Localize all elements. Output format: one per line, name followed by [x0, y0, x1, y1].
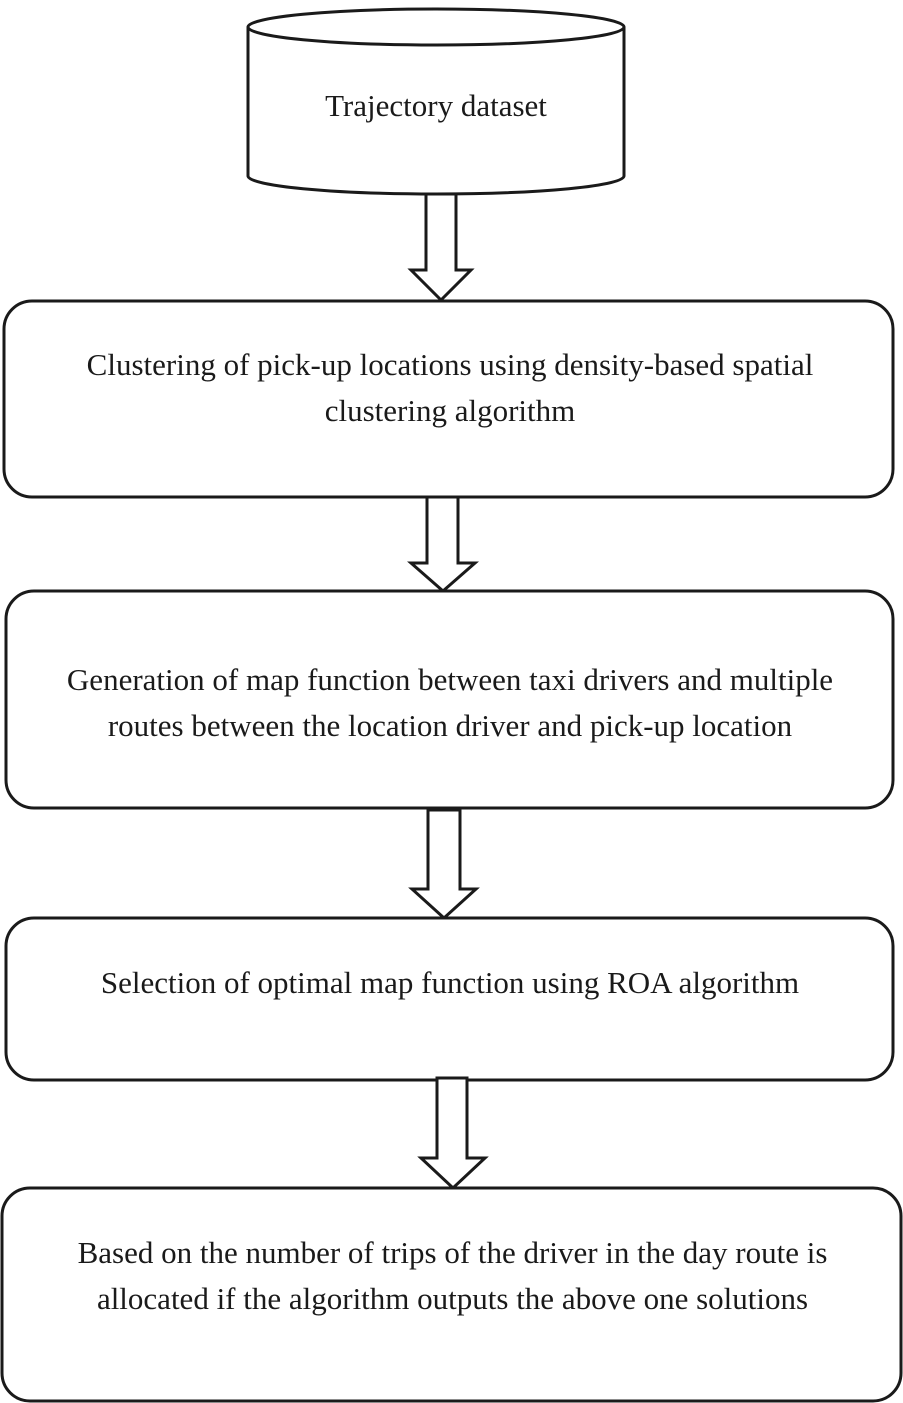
- map-generation-label: Generation of map function between taxi …: [66, 662, 834, 743]
- flow-arrow-3: [408, 808, 480, 921]
- allocation-box: [0, 1186, 903, 1403]
- trajectory-dataset-label: Trajectory dataset: [325, 88, 547, 123]
- map-generation-box: [4, 589, 895, 810]
- trajectory-dataset-cylinder: [246, 7, 626, 196]
- selection-label: Selection of optimal map function using …: [100, 965, 800, 1000]
- flow-arrow-4: [417, 1076, 489, 1191]
- allocation-label: Based on the number of trips of the driv…: [77, 1235, 828, 1316]
- flow-arrow-1: [407, 192, 475, 303]
- flow-arrow-2: [407, 495, 479, 593]
- clustering-label: Clustering of pick-up locations using de…: [86, 347, 814, 428]
